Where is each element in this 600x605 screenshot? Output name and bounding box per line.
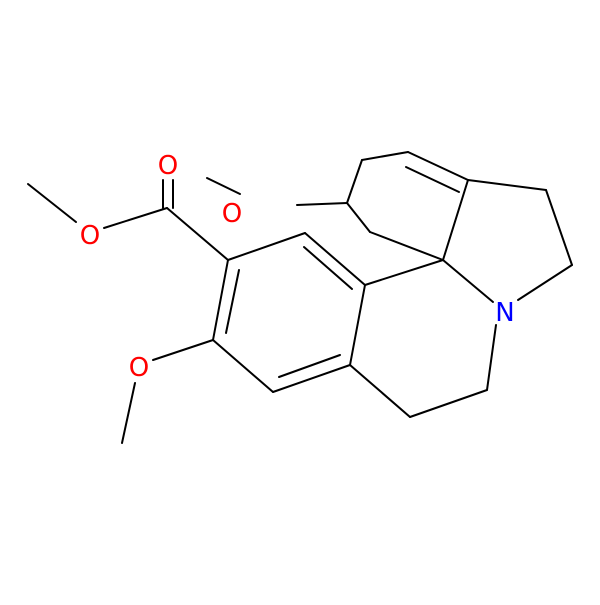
bond-o-methyl-ring	[206, 177, 241, 195]
bond-spiro-ch2	[369, 231, 444, 261]
bond-ar-5	[212, 339, 274, 393]
bond-ch2-ch2	[545, 189, 573, 266]
bond-spiro-aryl	[364, 259, 444, 286]
bond-methyl-o	[27, 183, 77, 223]
atom-label-o-ring-methoxy: O	[222, 199, 242, 229]
atom-label-o-aryl-methoxy: O	[129, 353, 149, 383]
bond-ar-1	[227, 232, 306, 261]
bond-ring-o-methoxy	[152, 339, 214, 361]
atom-label-o-ester-methoxy: O	[80, 221, 100, 251]
bond-ch2-a	[349, 364, 411, 418]
bond-carbonyl-ring	[166, 207, 229, 261]
bond-alkene-inner	[405, 166, 460, 193]
bond-ar-4	[272, 364, 351, 393]
bond-chome-ch2	[346, 202, 371, 233]
bond-spiro-alkene-c	[442, 179, 469, 261]
bond-ar-6	[212, 259, 229, 341]
bond-chome-o	[296, 202, 348, 206]
bond-o-carbonyl-c	[103, 207, 168, 229]
bond-ch2-chome	[346, 159, 363, 204]
bond-ar-4-inner	[278, 354, 341, 378]
bond-alkene	[407, 151, 469, 181]
atom-label-n-amine: N	[495, 298, 514, 328]
bond-ch2-alkene-c	[467, 179, 547, 191]
bond-alkene-ch2	[361, 151, 409, 161]
bond-ch2-b	[409, 389, 488, 418]
bond-o-methyl-aryl	[121, 382, 136, 444]
bond-ch2-n	[486, 324, 497, 391]
bond-ar-2	[304, 232, 366, 286]
bond-ar-6-inner	[225, 269, 240, 334]
bond-ar-3	[349, 284, 366, 366]
atom-label-o-ester-carbonyl: O	[158, 151, 178, 181]
bond-ar-2-inner	[303, 246, 353, 290]
bond-spiro-n	[442, 259, 494, 303]
bond-n-ch2	[517, 264, 573, 301]
